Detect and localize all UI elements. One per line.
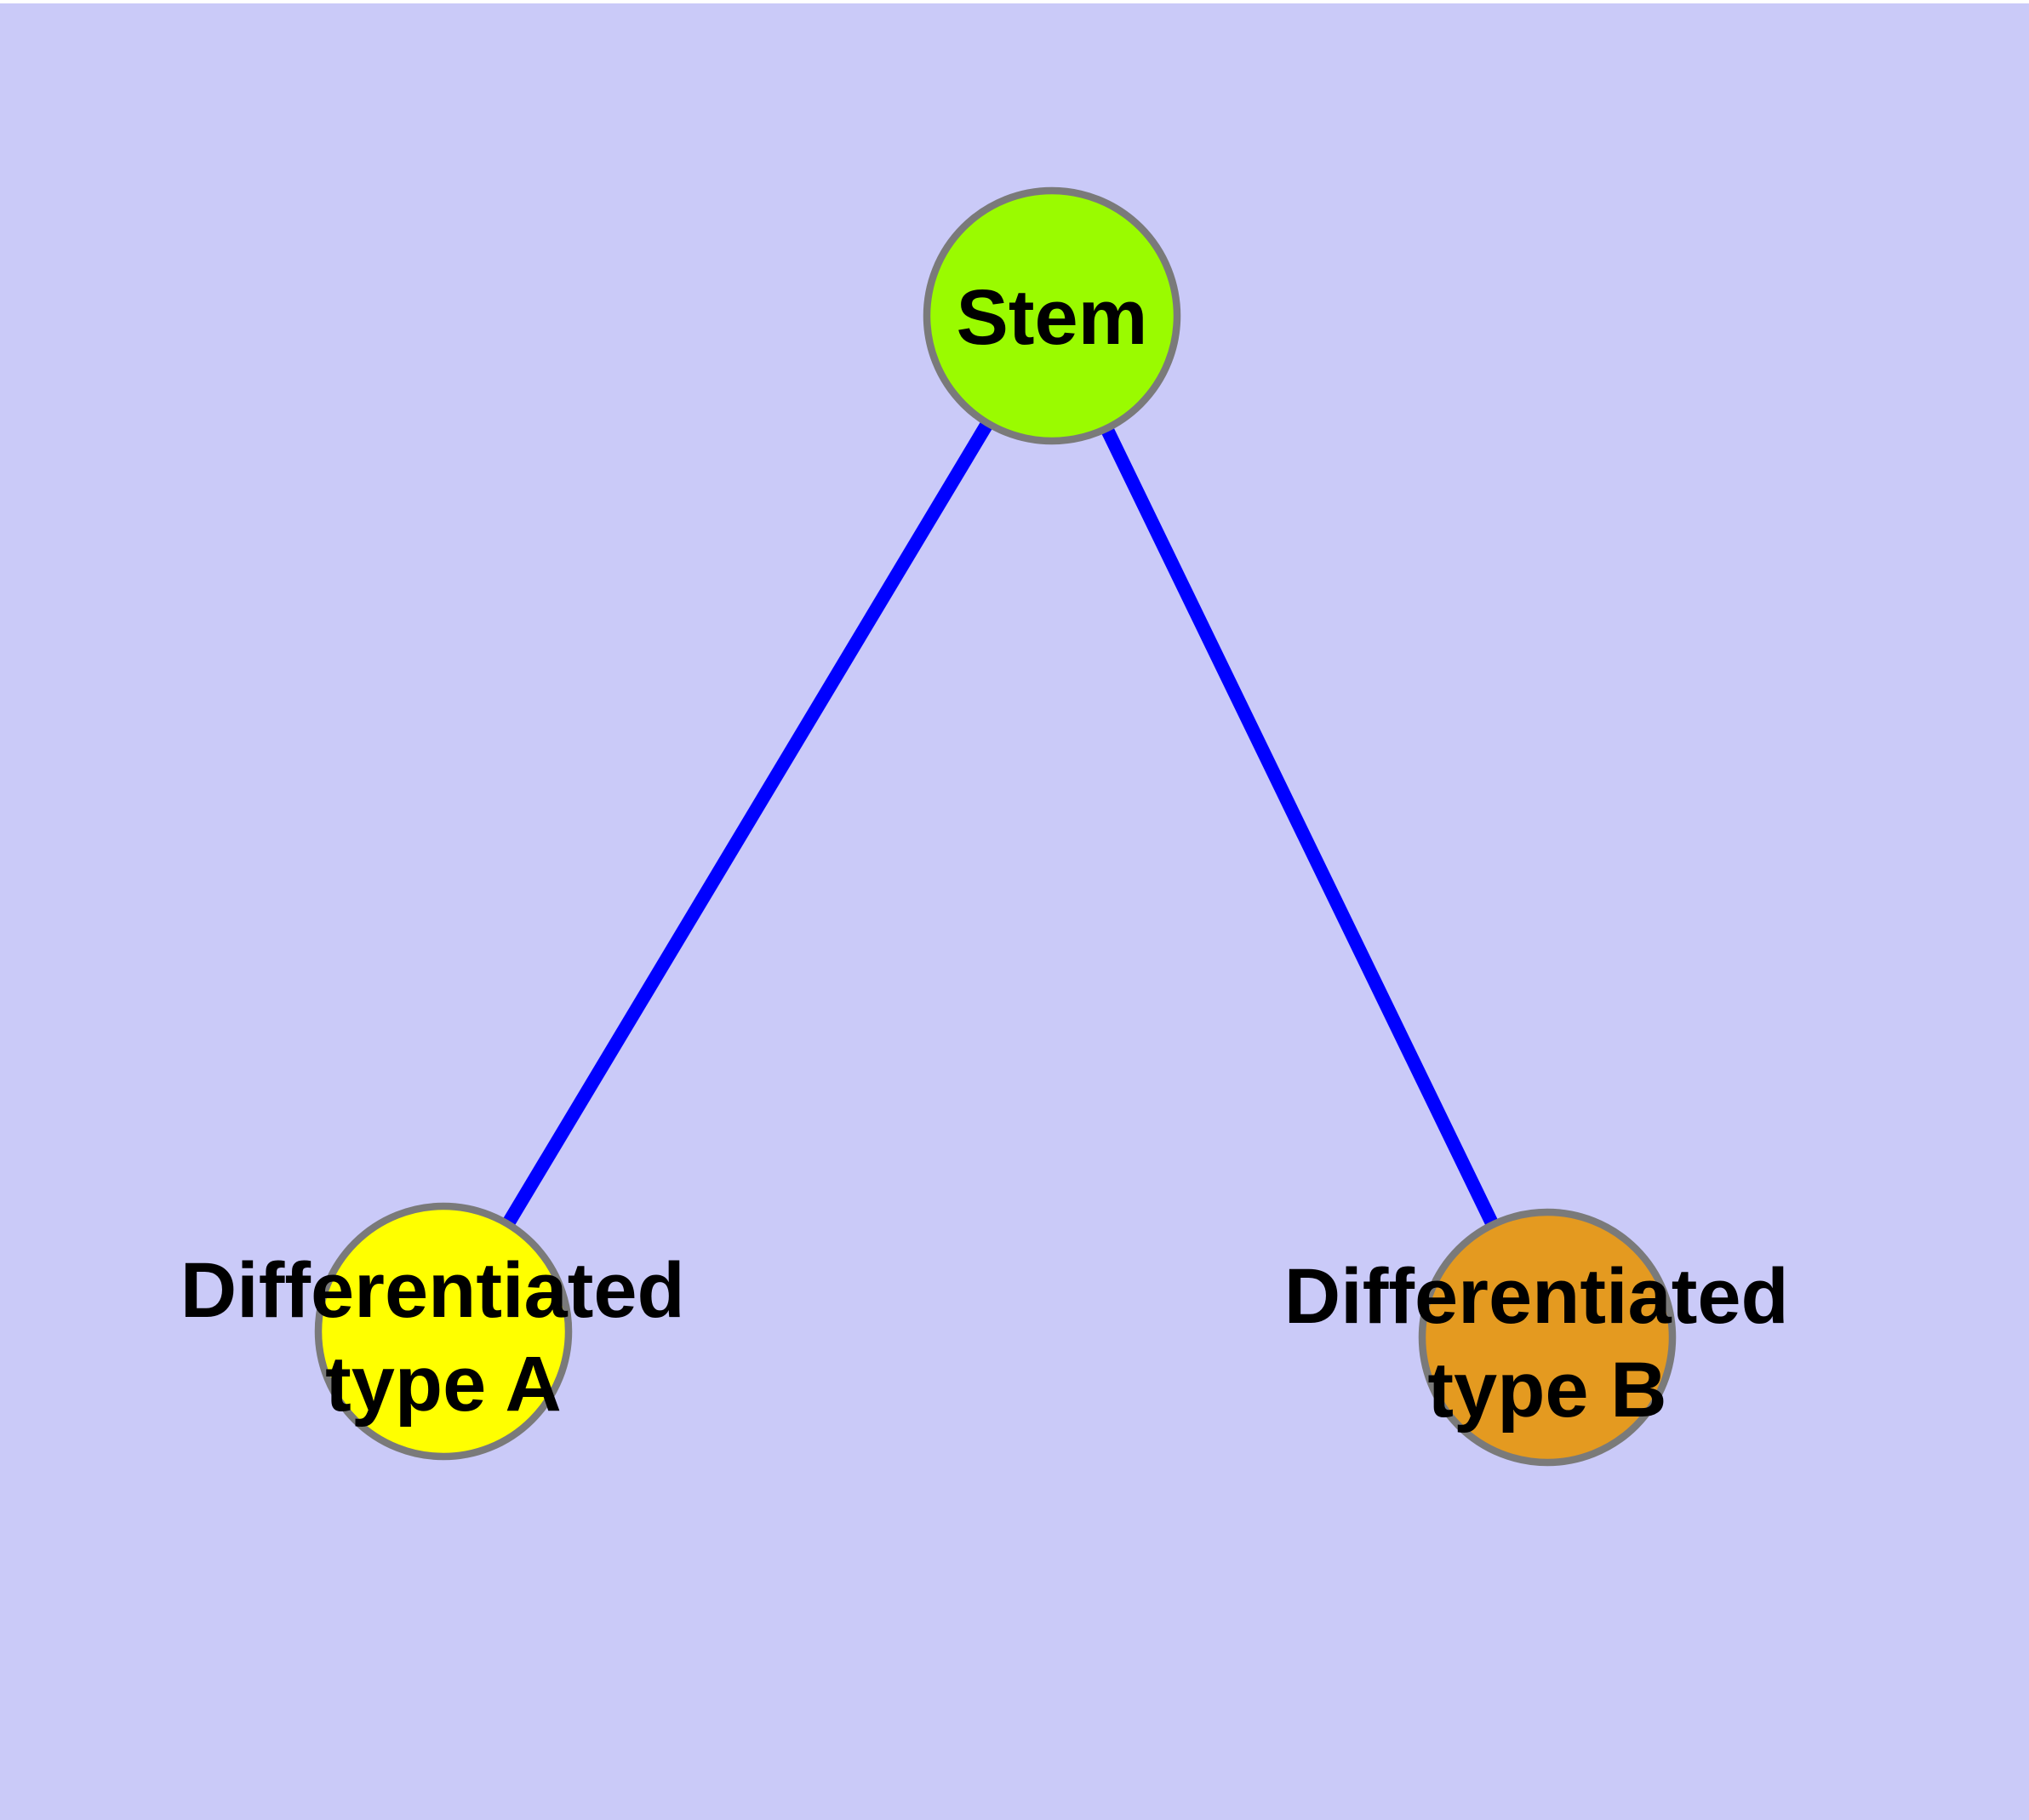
node-differentiated-type-b: [1418, 1208, 1677, 1467]
top-margin-strip: [0, 0, 2029, 3]
edge-stem-to-type-b: [1045, 312, 1554, 1341]
node-label-type-b-line1: Differentiated: [1284, 1253, 1789, 1340]
node-stem: [923, 186, 1181, 445]
node-differentiated-type-a: [314, 1202, 573, 1461]
node-label-differentiated-type-a: Differentiated type A: [180, 1247, 707, 1428]
edge-stem-to-type-a: [437, 312, 1058, 1336]
node-label-differentiated-type-b: Differentiated type B: [1284, 1253, 1811, 1434]
node-label-type-a-line1: Differentiated: [180, 1247, 685, 1334]
node-label-type-a-line2: type A: [325, 1341, 562, 1428]
node-label-type-b-line2: type B: [1427, 1347, 1666, 1434]
node-label-stem: Stem: [957, 274, 1148, 361]
